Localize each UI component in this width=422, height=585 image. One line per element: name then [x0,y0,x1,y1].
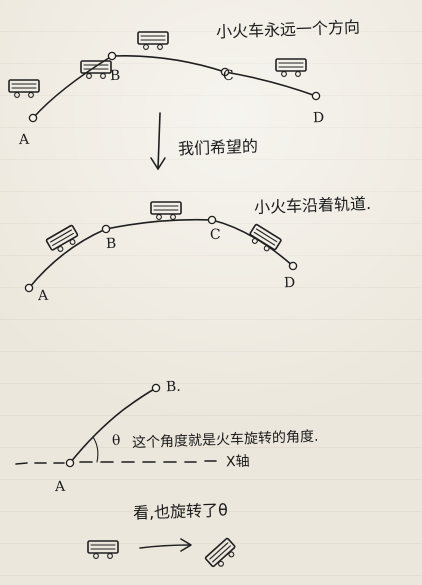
panel-1-node-b [107,51,117,61]
panel-1-label-d: D [312,109,325,127]
panel-4-cart-rotated [204,537,240,572]
panel-3-node-a [65,458,75,468]
panel-2-cart-ab [45,224,82,256]
panel-2-label-d: D [283,274,296,292]
panel-1-node-d [311,91,321,101]
panel-3-angle-symbol: θ [111,432,121,450]
panel-1-node-c [220,67,230,77]
panel-2-node-a [24,283,34,293]
panel-1-label-a: A [18,131,30,149]
panel-1-cart-ab [80,60,112,80]
panel-2-node-b [101,224,111,234]
panel-1-cart-a [8,79,40,99]
panel-3-label-b: B. [165,378,182,396]
panel-2-cart-cd [245,223,283,256]
panel-2-label-a: A [37,287,49,305]
panel-2-label-c: C [209,226,221,244]
panel-1-track [8,31,321,123]
panel-4-rotation [87,537,240,572]
transition-note: 我们希望的 [177,136,259,159]
panel-2-node-d [288,261,298,271]
panel-4-note: 看,也旋转了θ [132,500,229,523]
panel-2-track [24,201,298,293]
panel-2-note: 小火车沿着轨道. [253,193,372,218]
panel-4-cart-flat [87,540,119,560]
panel-1-label-c: C [222,67,234,85]
panel-3-label-a: A [54,478,66,496]
down-arrow [150,112,166,170]
panel-2-node-c [207,215,217,225]
panel-1-label-b: B [109,67,121,85]
panel-1-node-a [28,113,38,123]
panel-1-cart-cd [275,58,307,78]
panel-3-axis-label: X轴 [225,453,250,471]
panel-2-cart-bc [150,201,182,221]
panel-3-angle [15,383,217,468]
panel-3-node-b [151,383,161,393]
panel-2-label-b: B [105,235,117,253]
panel-1-cart-bc [137,31,169,51]
